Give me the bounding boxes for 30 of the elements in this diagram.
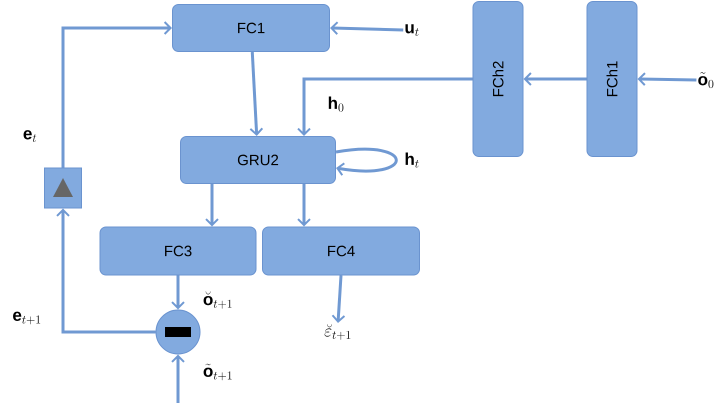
arrow bbox=[171, 276, 185, 310]
subtract-circle bbox=[156, 310, 200, 354]
block-box: FC1 bbox=[172, 4, 330, 52]
edge-label: $\breve{\mathbf{o}}_{t+1}$ bbox=[204, 291, 232, 309]
edge-label: $\tilde{\mathbf{o}}_{t+1}$ bbox=[204, 364, 232, 380]
arrow bbox=[171, 354, 185, 403]
block-box: FC3 bbox=[100, 226, 256, 276]
arrow bbox=[297, 78, 472, 136]
edge-label: $\mathbf{e}_t$ bbox=[24, 130, 36, 142]
block-box: FCh2 bbox=[472, 1, 524, 157]
arrow bbox=[336, 148, 398, 176]
edge-label: $\mathbf{h}_0$ bbox=[328, 96, 344, 112]
arrow bbox=[330, 21, 404, 35]
arrow bbox=[205, 184, 219, 226]
block-box: FCh1 bbox=[586, 1, 638, 157]
math-symbol: $\tilde{\mathbf{o}}_0$ bbox=[698, 72, 714, 88]
arrow bbox=[250, 52, 264, 136]
block-box: FC4 bbox=[262, 226, 420, 276]
arrow bbox=[56, 208, 156, 334]
arrow bbox=[62, 21, 172, 168]
arrow bbox=[638, 72, 696, 86]
math-symbol: $\mathbf{u}_t$ bbox=[406, 24, 419, 36]
edge-label: $\mathbf{h}_t$ bbox=[406, 152, 419, 168]
arrow bbox=[297, 184, 311, 226]
arrow bbox=[332, 275, 346, 324]
math-symbol: $\breve{\varepsilon}_{t+1}$ bbox=[324, 324, 350, 340]
arrow bbox=[524, 72, 586, 86]
edge-label: $\mathbf{e}_{t+1}$ bbox=[13, 312, 40, 324]
block-box: GRU2 bbox=[180, 136, 336, 184]
delay-box bbox=[44, 168, 82, 208]
